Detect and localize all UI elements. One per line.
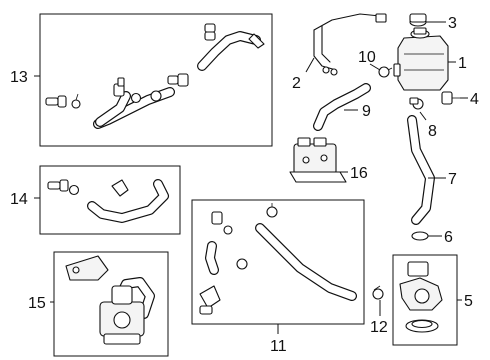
clamp-13-c xyxy=(130,90,162,104)
callout-14: 14 xyxy=(10,191,28,208)
callout-15: 15 xyxy=(28,295,46,312)
sensor-4 xyxy=(441,91,460,105)
connector-13-c xyxy=(204,23,216,41)
connector-13-a xyxy=(113,77,125,97)
control-valve-16 xyxy=(289,137,347,183)
clamp-13-a xyxy=(45,95,67,108)
clamp-12 xyxy=(372,285,384,300)
aux-pump-5 xyxy=(399,261,443,333)
hose-assembly-11 xyxy=(205,223,357,301)
group-box-15 xyxy=(53,251,169,357)
clamp-11-a xyxy=(266,203,278,218)
hose-9 xyxy=(313,83,371,131)
callout-7: 7 xyxy=(448,171,457,188)
callout-2: 2 xyxy=(292,75,301,92)
coolant-reservoir-1 xyxy=(393,27,449,91)
callout-3: 3 xyxy=(448,15,457,32)
callout-5: 5 xyxy=(464,293,473,310)
clamp-11-b xyxy=(236,258,248,270)
clamp-6 xyxy=(411,231,429,241)
clamp-10 xyxy=(378,66,393,78)
connector-11-b xyxy=(199,285,221,315)
clamp-14-a xyxy=(47,179,69,192)
connector-14 xyxy=(111,179,129,197)
leader-8 xyxy=(419,111,427,121)
callout-11: 11 xyxy=(270,338,287,355)
hose-assembly-14 xyxy=(87,179,169,223)
clamp-8 xyxy=(409,97,424,110)
leader-10 xyxy=(369,63,381,71)
callout-6: 6 xyxy=(444,229,453,246)
connector-11-a xyxy=(211,211,233,235)
leader-2 xyxy=(305,57,315,73)
callout-12: 12 xyxy=(370,319,388,336)
group-box-13 xyxy=(39,13,273,147)
group-box-14 xyxy=(39,165,181,235)
callout-9: 9 xyxy=(362,103,371,120)
callout-8: 8 xyxy=(428,123,437,140)
callout-13: 13 xyxy=(10,69,28,86)
callout-1: 1 xyxy=(458,55,467,72)
water-pump-15 xyxy=(65,255,155,345)
callout-16: 16 xyxy=(350,165,368,182)
reservoir-cap-3 xyxy=(409,13,427,27)
clamp-14-b xyxy=(68,184,80,196)
clamp-13-b xyxy=(71,93,81,109)
reservoir-bracket-2 xyxy=(313,13,387,76)
connector-13-b xyxy=(167,73,189,87)
callout-10: 10 xyxy=(358,49,376,66)
callout-4: 4 xyxy=(470,91,479,108)
